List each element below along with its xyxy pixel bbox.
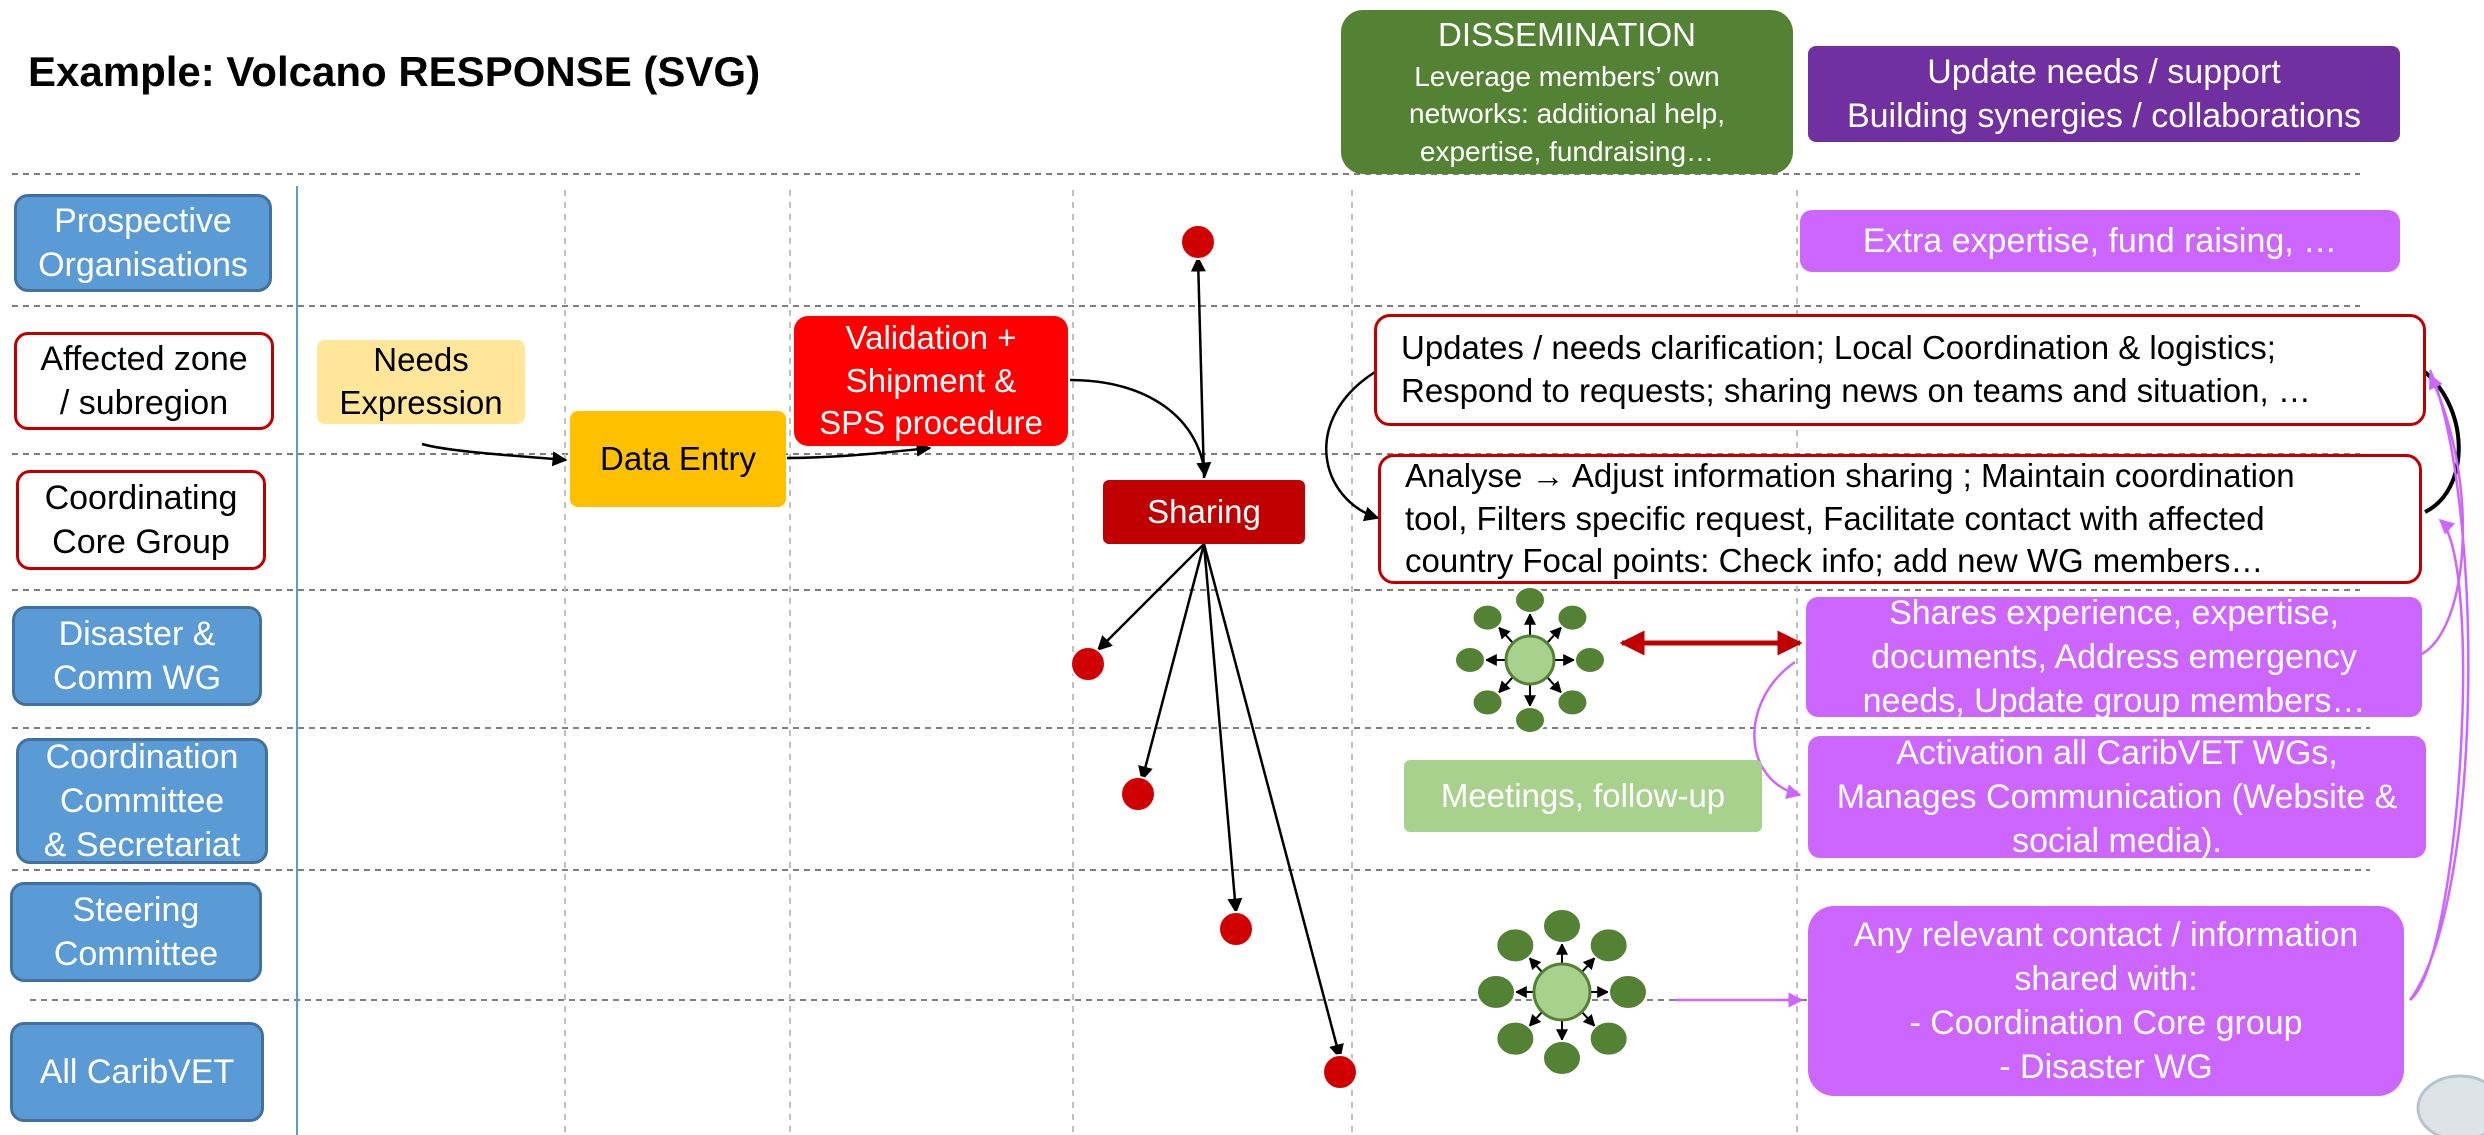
dissemination-body: Leverage members’ own networks: addition… bbox=[1409, 60, 1725, 168]
arrow-shares-to-updates bbox=[2419, 373, 2465, 657]
needs-expression-box: Needs Expression bbox=[317, 340, 525, 424]
network-satellite-node bbox=[1514, 586, 1546, 614]
red-node bbox=[1218, 911, 1254, 947]
update-needs-box: Update needs / support Building synergie… bbox=[1808, 46, 2400, 142]
lane-label-all-caribvet: All CaribVET bbox=[10, 1022, 264, 1122]
network-spoke bbox=[1581, 1011, 1596, 1027]
page-title: Example: Volcano RESPONSE (SVG) bbox=[28, 48, 761, 95]
network-icon-all bbox=[1476, 908, 1648, 1076]
network-hub-node bbox=[1532, 962, 1592, 1022]
lane-label-prospective-organisations: Prospective Organisations bbox=[14, 194, 272, 292]
red-node bbox=[1070, 646, 1106, 682]
arrow-sharing-to-prospective bbox=[1190, 256, 1206, 479]
network-satellite-node bbox=[1556, 603, 1589, 632]
arrow-contact-to-updates bbox=[2408, 369, 2470, 1001]
activation-box: Activation all CaribVET WGs, Manages Com… bbox=[1808, 736, 2426, 858]
dissemination-heading: DISSEMINATION bbox=[1438, 16, 1696, 54]
lane-label-affected-zone: Affected zone / subregion bbox=[14, 332, 274, 430]
network-spoke bbox=[1498, 676, 1514, 694]
analyse-note: Analyse → Adjust information sharing ; M… bbox=[1378, 454, 2422, 584]
network-satellite-node bbox=[1514, 706, 1546, 734]
network-satellite-node bbox=[1542, 908, 1582, 944]
lane-label-disaster-comm-wg: Disaster & Comm WG bbox=[12, 606, 262, 706]
network-satellite-node bbox=[1608, 974, 1648, 1010]
network-spoke bbox=[1546, 626, 1562, 644]
network-spoke bbox=[1528, 1011, 1543, 1027]
meetings-box: Meetings, follow-up bbox=[1404, 760, 1762, 832]
flow-arrows bbox=[421, 256, 1380, 1060]
arrow-updates-to-analyse bbox=[1325, 370, 1380, 522]
arrow-entry-to-validation bbox=[786, 441, 932, 460]
arrow-needs-to-entry bbox=[421, 442, 568, 467]
network-satellite-node bbox=[1574, 646, 1606, 674]
network-hub-node bbox=[1504, 634, 1556, 686]
network-satellite-node bbox=[1454, 646, 1486, 674]
network-satellite-node bbox=[1476, 974, 1516, 1010]
network-spoke bbox=[1498, 626, 1514, 644]
lane-label-coordination-committee: Coordination Committee & Secretariat bbox=[16, 738, 268, 864]
arrow-validation-to-sharing bbox=[1069, 378, 1212, 478]
network-spoke bbox=[1581, 957, 1596, 973]
network-spoke bbox=[1528, 957, 1543, 973]
any-contact-box: Any relevant contact / information share… bbox=[1808, 906, 2404, 1096]
lane-separators bbox=[12, 173, 2370, 1001]
validation-box: Validation + Shipment & SPS procedure bbox=[794, 316, 1068, 446]
sharing-box: Sharing bbox=[1103, 480, 1305, 544]
red-node bbox=[1180, 224, 1216, 260]
updates-note: Updates / needs clarification; Local Coo… bbox=[1374, 314, 2426, 426]
dissemination-box: DISSEMINATION Leverage members’ own netw… bbox=[1341, 10, 1793, 174]
network-satellite-node bbox=[1495, 927, 1536, 964]
corner-badge-icon bbox=[2416, 1074, 2484, 1135]
arrow-sharing-to-all bbox=[1202, 543, 1344, 1060]
network-satellite-node bbox=[1495, 1020, 1536, 1057]
network-icon-disaster bbox=[1454, 586, 1606, 734]
network-satellite-node bbox=[1471, 603, 1504, 632]
network-satellite-node bbox=[1542, 1040, 1582, 1076]
magenta-connectors bbox=[1675, 369, 2470, 1008]
arrow-shares-to-activation bbox=[1753, 660, 1802, 799]
red-nodes bbox=[1070, 224, 1358, 1090]
lane-label-steering-committee: Steering Committee bbox=[10, 882, 262, 982]
red-node bbox=[1322, 1054, 1358, 1090]
extra-expertise-box: Extra expertise, fund raising, … bbox=[1800, 210, 2400, 272]
network-satellite-node bbox=[1588, 927, 1629, 964]
red-node bbox=[1120, 776, 1156, 812]
data-entry-box: Data Entry bbox=[570, 411, 786, 507]
arrow-sharing-to-disaster bbox=[1096, 543, 1205, 652]
arrow-sharing-to-steering bbox=[1202, 543, 1243, 914]
lane-label-coordinating-core-group: Coordinating Core Group bbox=[16, 470, 266, 570]
network-satellite-node bbox=[1471, 688, 1504, 717]
network-satellite-node bbox=[1556, 688, 1589, 717]
shares-experience-box: Shares experience, expertise, documents,… bbox=[1806, 597, 2422, 717]
network-spoke bbox=[1546, 676, 1562, 694]
network-satellite-node bbox=[1588, 1020, 1629, 1057]
arrow-sharing-to-committee bbox=[1138, 543, 1206, 782]
